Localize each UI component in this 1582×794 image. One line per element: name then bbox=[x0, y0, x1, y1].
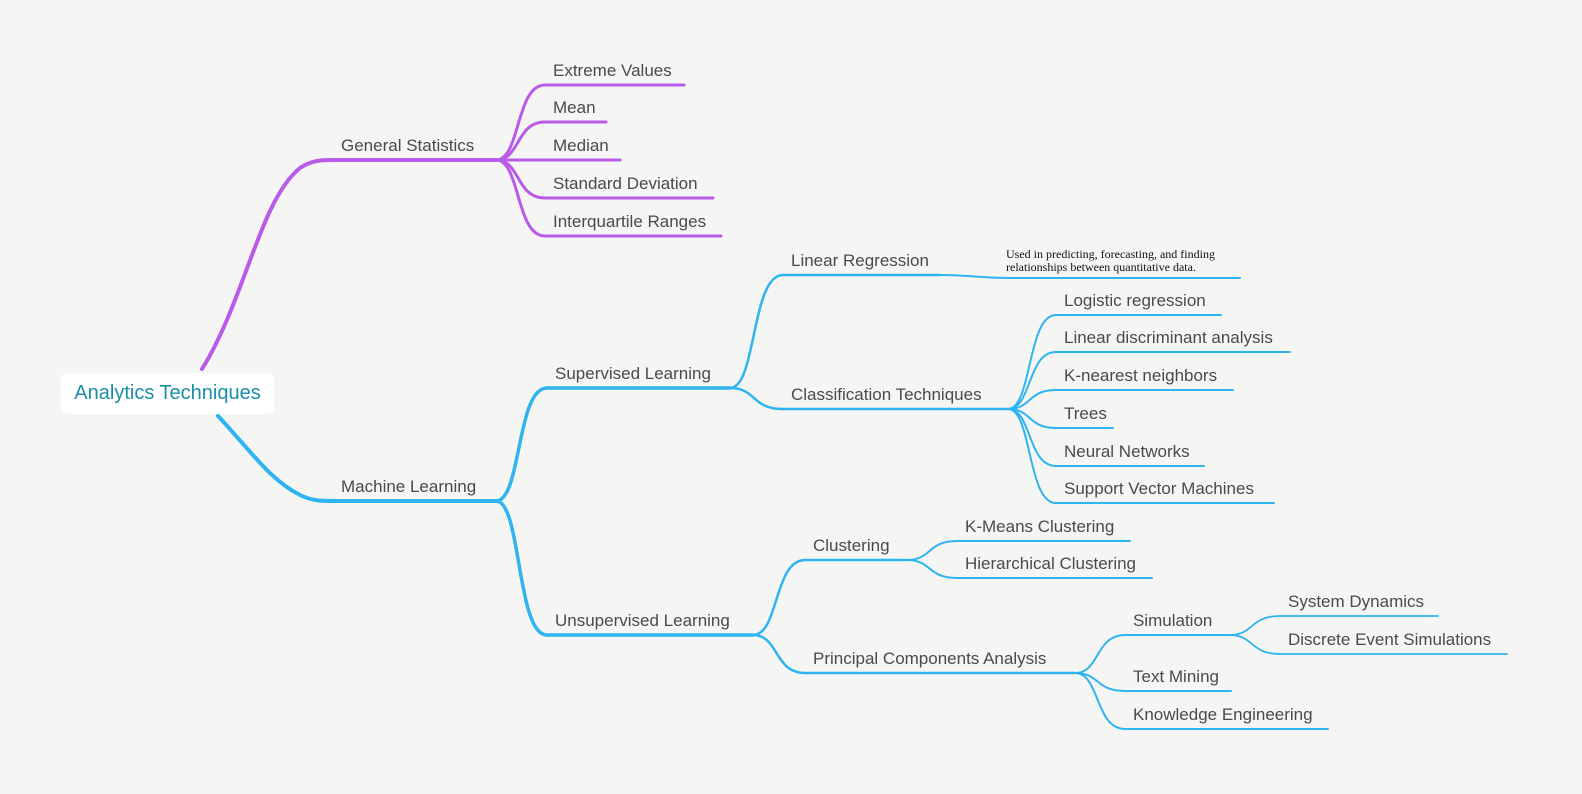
node-principal-components-analysis[interactable]: Principal Components Analysis bbox=[813, 649, 1047, 668]
node-mean[interactable]: Mean bbox=[553, 98, 596, 117]
node-k-means-clustering-connector bbox=[906, 540, 958, 561]
node-supervised-learning-connector bbox=[494, 386, 549, 503]
node-mean-connector bbox=[494, 120, 547, 162]
node-support-vector-machines-connector bbox=[1007, 408, 1057, 504]
node-clustering-connector bbox=[751, 558, 807, 637]
node-simulation[interactable]: Simulation bbox=[1133, 611, 1213, 630]
node-linear-regression-connector bbox=[728, 273, 785, 390]
node-general-statistics-connector bbox=[200, 158, 335, 371]
linear-regression-note: Used in predicting, forecasting, and fin… bbox=[1006, 247, 1215, 274]
node-supervised-learning[interactable]: Supervised Learning bbox=[555, 364, 711, 383]
node-logistic-regression-connector bbox=[1007, 314, 1057, 410]
node-classification-techniques-connector bbox=[728, 386, 785, 411]
node-knowledge-engineering-connector bbox=[1074, 672, 1126, 730]
node-machine-learning-connector bbox=[216, 414, 335, 503]
node-discrete-event-simulations-connector bbox=[1228, 634, 1281, 655]
node-median[interactable]: Median bbox=[553, 136, 609, 155]
node-k-means-clustering[interactable]: K-Means Clustering bbox=[965, 517, 1115, 536]
node-support-vector-machines[interactable]: Support Vector Machines bbox=[1064, 479, 1254, 498]
node-interquartile-ranges[interactable]: Interquartile Ranges bbox=[553, 212, 707, 231]
node-classification-techniques[interactable]: Classification Techniques bbox=[791, 385, 982, 404]
node-hierarchical-clustering-connector bbox=[906, 559, 958, 579]
node-extreme-values[interactable]: Extreme Values bbox=[553, 61, 672, 80]
root-node-label: Analytics Techniques bbox=[74, 382, 261, 404]
node-principal-components-analysis-connector bbox=[751, 633, 807, 675]
node-knowledge-engineering[interactable]: Knowledge Engineering bbox=[1133, 705, 1313, 724]
branch-connectors bbox=[200, 83, 1508, 730]
node-linear-discriminant-analysis-connector bbox=[1007, 351, 1057, 410]
node-standard-deviation-connector bbox=[494, 158, 547, 200]
node-hierarchical-clustering[interactable]: Hierarchical Clustering bbox=[965, 554, 1137, 573]
node-interquartile-ranges-connector bbox=[494, 158, 547, 238]
root-node[interactable]: Analytics Techniques bbox=[61, 373, 274, 414]
linear-regression-note-underline bbox=[939, 274, 1241, 279]
node-discrete-event-simulations[interactable]: Discrete Event Simulations bbox=[1288, 630, 1492, 649]
node-machine-learning[interactable]: Machine Learning bbox=[341, 477, 477, 496]
node-system-dynamics-connector bbox=[1228, 615, 1281, 636]
node-trees[interactable]: Trees bbox=[1064, 404, 1107, 423]
node-linear-regression[interactable]: Linear Regression bbox=[791, 251, 929, 270]
node-neural-networks[interactable]: Neural Networks bbox=[1064, 442, 1190, 461]
node-text-mining[interactable]: Text Mining bbox=[1133, 667, 1219, 686]
node-linear-discriminant-analysis[interactable]: Linear discriminant analysis bbox=[1064, 328, 1273, 347]
node-k-nearest-neighbors[interactable]: K-nearest neighbors bbox=[1064, 366, 1218, 385]
node-logistic-regression[interactable]: Logistic regression bbox=[1064, 291, 1206, 310]
node-system-dynamics[interactable]: System Dynamics bbox=[1288, 592, 1425, 611]
node-unsupervised-learning[interactable]: Unsupervised Learning bbox=[555, 611, 730, 630]
node-clustering[interactable]: Clustering bbox=[813, 536, 890, 555]
node-standard-deviation[interactable]: Standard Deviation bbox=[553, 174, 698, 193]
node-simulation-connector bbox=[1074, 634, 1126, 674]
node-unsupervised-learning-connector bbox=[494, 499, 549, 637]
node-neural-networks-connector bbox=[1007, 408, 1057, 467]
node-general-statistics[interactable]: General Statistics bbox=[341, 136, 475, 155]
